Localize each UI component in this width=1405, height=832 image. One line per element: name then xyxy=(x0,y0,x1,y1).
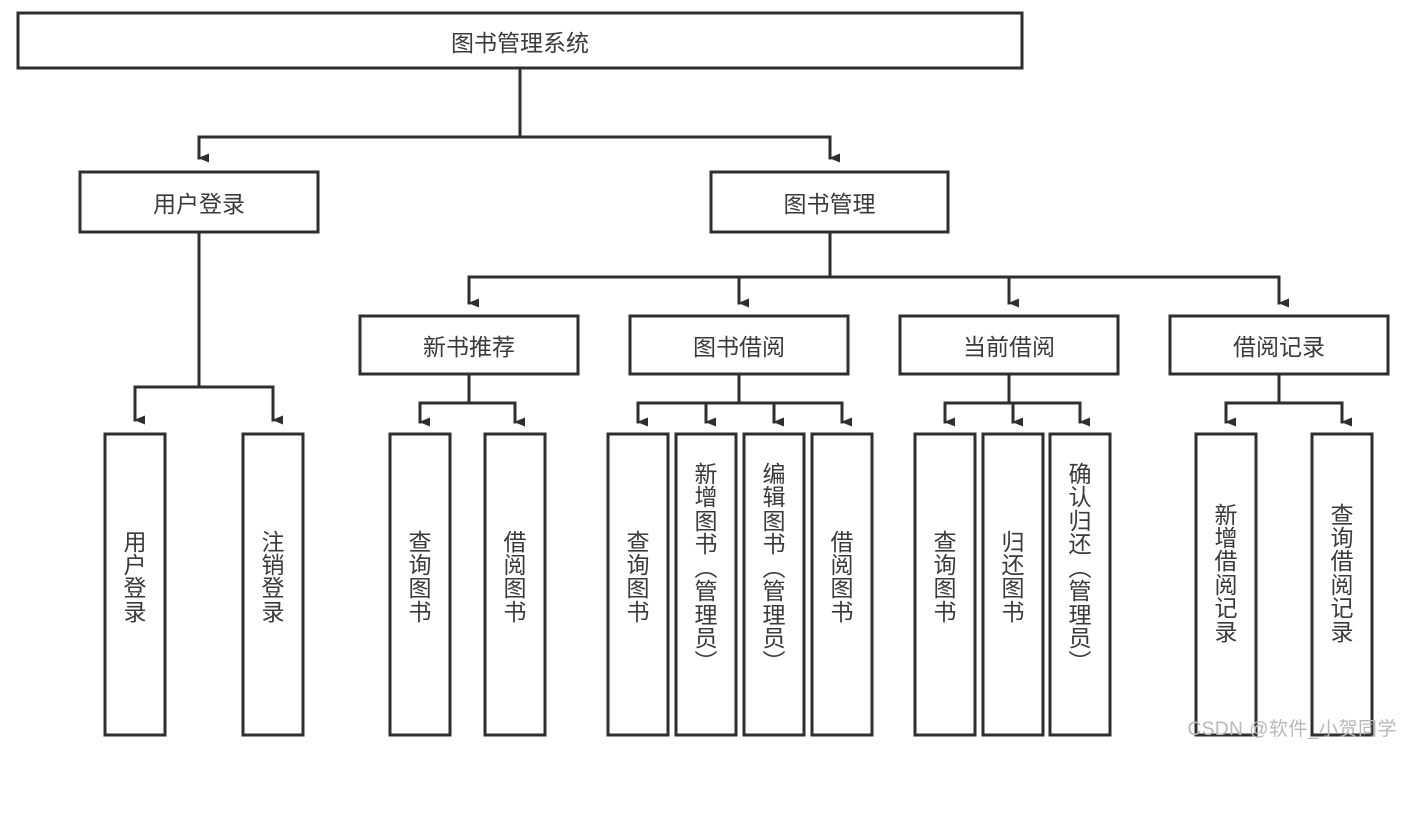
diagram-canvas xyxy=(16,11,1390,737)
watermark: CSDN @软件_小贺同学 xyxy=(1187,719,1397,740)
leaf-borrow-record-2[interactable] xyxy=(1310,432,1374,737)
node-new-book-recommend[interactable] xyxy=(358,314,580,376)
node-root[interactable] xyxy=(16,11,1024,70)
node-book-borrow[interactable] xyxy=(628,314,850,376)
leaf-book-borrow-2[interactable] xyxy=(674,432,738,737)
node-book-management[interactable] xyxy=(709,170,950,234)
leaf-user-login-2[interactable] xyxy=(241,432,305,737)
leaf-new-book-1[interactable] xyxy=(388,432,452,737)
leaf-borrow-record-1[interactable] xyxy=(1194,432,1258,737)
node-current-borrow[interactable] xyxy=(898,314,1120,376)
leaf-new-book-2[interactable] xyxy=(483,432,547,737)
leaf-book-borrow-3[interactable] xyxy=(742,432,806,737)
leaf-current-borrow-3[interactable] xyxy=(1048,432,1112,737)
node-borrow-record[interactable] xyxy=(1168,314,1390,376)
leaf-current-borrow-2[interactable] xyxy=(981,432,1045,737)
leaf-book-borrow-4[interactable] xyxy=(810,432,874,737)
diagram-root: 图书管理系统 用户登录 图书管理 新书推荐 图书借阅 当前借阅 借阅记录 用户登… xyxy=(16,11,1397,740)
node-user-login[interactable] xyxy=(78,170,320,234)
leaf-user-login-1[interactable] xyxy=(103,432,167,737)
leaf-book-borrow-1[interactable] xyxy=(606,432,670,737)
leaf-current-borrow-1[interactable] xyxy=(913,432,977,737)
